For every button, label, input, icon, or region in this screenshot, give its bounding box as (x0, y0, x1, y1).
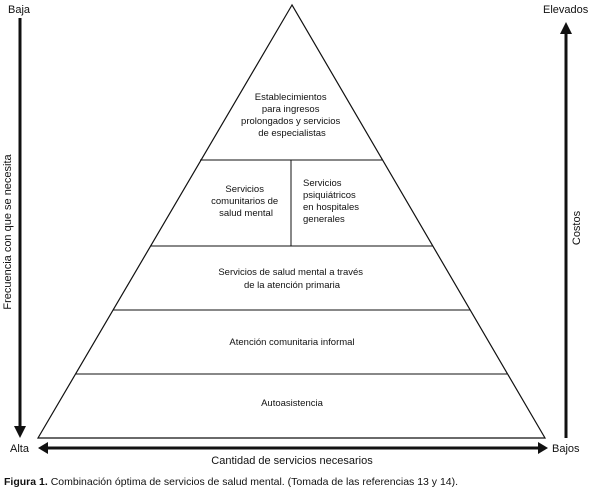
frequency-arrowhead (14, 426, 26, 438)
cost-top-label: Elevados (543, 4, 589, 16)
figure-caption: Figura 1. Combinación óptima de servicio… (4, 476, 458, 488)
frequency-bottom-label: Alta (10, 443, 30, 455)
quantity-arrowhead-left (38, 442, 48, 454)
frequency-axis-label: Frecuencia con que se necesita (2, 153, 14, 309)
level2-right-label: Servicios psiquiátricos en hospitales ge… (303, 178, 362, 225)
figure-caption-label: Figura 1. (4, 476, 48, 488)
frequency-top-label: Baja (8, 4, 31, 16)
level4-label: Atención comunitaria informal (229, 337, 354, 348)
cost-bottom-label: Bajos (552, 443, 580, 455)
top-level-label: Establecimientos para ingresos prolongad… (241, 92, 343, 139)
level3-label: Servicios de salud mental a través de la… (218, 267, 365, 291)
level2-left-label: Servicios comunitarios de salud mental (211, 184, 281, 219)
figure-caption-text: Combinación óptima de servicios de salud… (50, 476, 459, 488)
cost-axis-label: Costos (571, 210, 583, 245)
quantity-axis-label: Cantidad de servicios necesarios (211, 455, 373, 467)
quantity-arrowhead-right (538, 442, 548, 454)
cost-arrowhead (560, 22, 572, 34)
level5-label: Autoasistencia (261, 398, 324, 409)
